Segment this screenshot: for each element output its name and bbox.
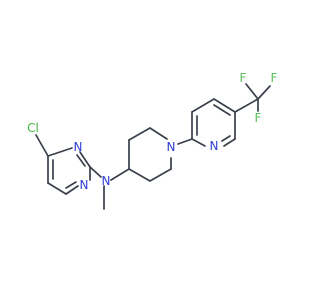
atom-label-cl: Cl [27, 121, 39, 135]
bond-py-c6-n-double [221, 135, 231, 142]
structure-canvas: Cl N N N N N F F F [27, 71, 278, 210]
bond-py-c3-c4 [191, 98, 215, 113]
bond-pip-c6-c5 [149, 168, 172, 182]
bond-c2-n-amine [89, 166, 102, 178]
molecule-diagram: Cl N N N N N F F F [27, 71, 278, 210]
bond-py-c6-n [223, 138, 236, 147]
atom-label-n-pyrimidine-top: N [74, 140, 83, 154]
bond-py-n-c2 [191, 138, 206, 147]
bond-py-c5-cf3 [234, 98, 259, 113]
bond-cf3-f-right [257, 85, 271, 100]
atom-label-n-amine: N [102, 174, 111, 188]
atom-label-n-pyrimidine-bottom: N [80, 178, 89, 192]
atom-label-f-bottom: F [255, 111, 262, 125]
bond-c6-n1 [65, 185, 79, 195]
bond-n-amine-pip [110, 168, 130, 181]
bond-pip-n-pyridine [177, 138, 193, 145]
bond-c6-n1-double [65, 181, 77, 189]
bond-n3-c4 [47, 147, 73, 157]
bond-cf3-f-left [245, 83, 259, 100]
bond-c5-c6 [47, 182, 67, 195]
bond-pip-c3-c2 [128, 127, 151, 141]
bond-c2-n3-double [76, 154, 86, 167]
bond-py-c4-c5-double [213, 104, 231, 116]
atom-label-n-pyridine: N [210, 139, 219, 153]
atom-label-f-left: F [240, 71, 247, 85]
bond-c2-n3 [79, 151, 91, 168]
bond-pip-c2-n [149, 127, 168, 140]
atom-label-f-right: F [271, 71, 278, 85]
atom-label-n-piperidine: N [167, 140, 176, 154]
bond-py-c4-c5 [213, 98, 236, 113]
bond-pip-c5-c4 [128, 168, 151, 182]
bonds [35, 83, 271, 210]
atom-labels: Cl N N N N N F F F [27, 71, 277, 192]
bond-c5-cl [35, 134, 49, 157]
